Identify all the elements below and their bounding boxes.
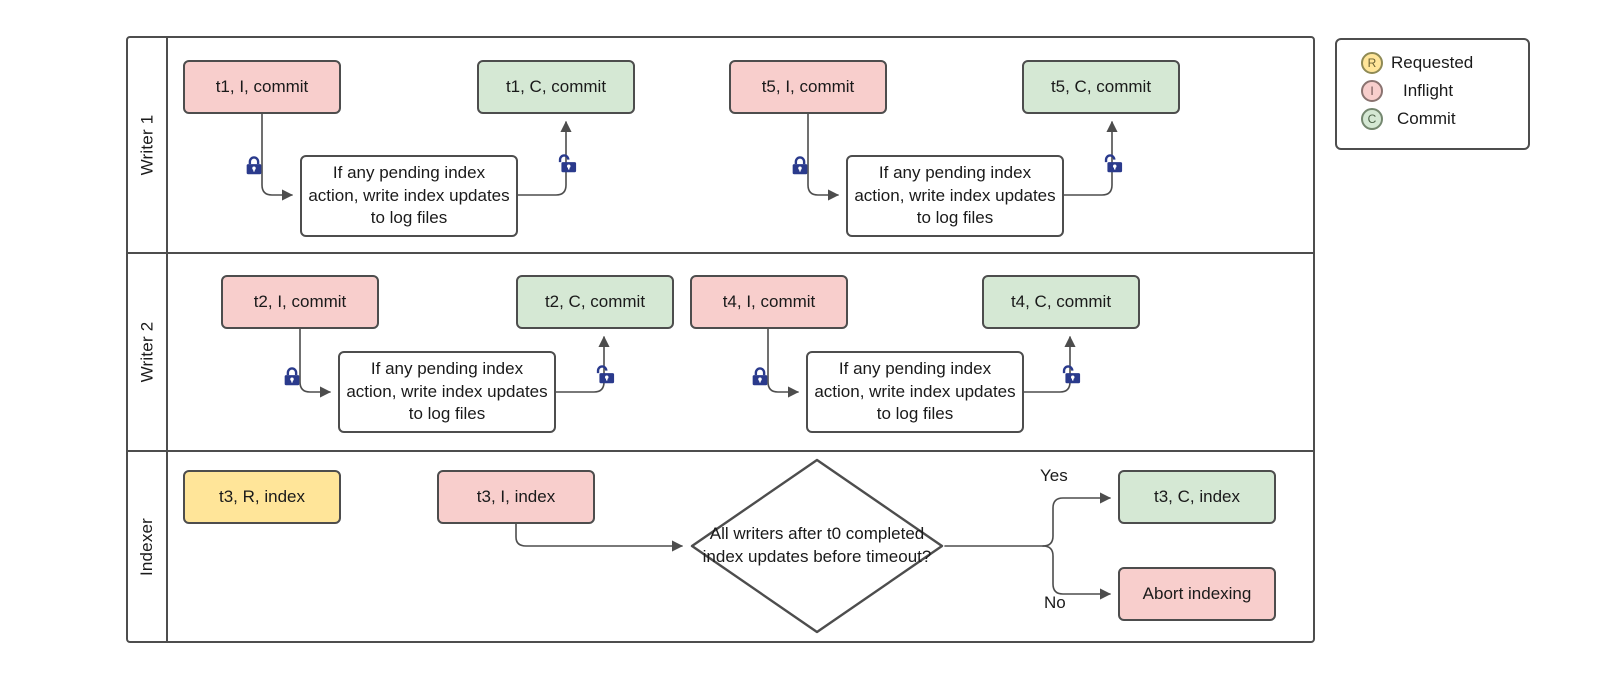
edge-label-yes: Yes — [1040, 466, 1068, 485]
legend-item-commit: C Commit — [1361, 106, 1528, 132]
lane-header-indexer: Indexer — [128, 452, 168, 641]
node-abort-indexing[interactable]: Abort indexing — [1118, 567, 1276, 621]
node-writer1-pending-b[interactable]: If any pending index action, write index… — [846, 155, 1064, 237]
lock-open-icon — [596, 365, 615, 384]
inflight-badge-icon: I — [1361, 80, 1383, 102]
node-t5-inflight[interactable]: t5, I, commit — [729, 60, 887, 114]
node-writer2-pending-b[interactable]: If any pending index action, write index… — [806, 351, 1024, 433]
node-t4-inflight[interactable]: t4, I, commit — [690, 275, 848, 329]
lane-divider-2 — [128, 450, 1313, 452]
node-writer2-pending-a[interactable]: If any pending index action, write index… — [338, 351, 556, 433]
swimlane-pool: Writer 1 Writer 2 Indexer — [126, 36, 1315, 643]
lane-header-writer2: Writer 2 — [128, 254, 168, 450]
decision-diamond-shape — [690, 458, 944, 634]
lock-open-icon — [558, 154, 577, 173]
lock-closed-icon — [246, 156, 262, 175]
lock-closed-icon — [752, 367, 768, 386]
lane-divider-1 — [128, 252, 1313, 254]
edge-label-no: No — [1044, 593, 1066, 612]
node-t3-requested[interactable]: t3, R, index — [183, 470, 341, 524]
lane-label-writer2: Writer 2 — [137, 321, 157, 383]
node-writer1-pending-a[interactable]: If any pending index action, write index… — [300, 155, 518, 237]
commit-badge-icon: C — [1361, 108, 1383, 130]
lane-label-indexer: Indexer — [137, 517, 157, 576]
legend-label-requested: Requested — [1391, 53, 1474, 72]
node-t2-commit[interactable]: t2, C, commit — [516, 275, 674, 329]
node-t5-commit[interactable]: t5, C, commit — [1022, 60, 1180, 114]
legend-label-inflight: Inflight — [1403, 81, 1454, 100]
lock-open-icon — [1104, 154, 1123, 173]
node-t1-commit[interactable]: t1, C, commit — [477, 60, 635, 114]
requested-badge-icon: R — [1361, 52, 1383, 74]
lane-label-writer1: Writer 1 — [137, 114, 157, 176]
node-t4-commit[interactable]: t4, C, commit — [982, 275, 1140, 329]
node-t2-inflight[interactable]: t2, I, commit — [221, 275, 379, 329]
node-t1-inflight[interactable]: t1, I, commit — [183, 60, 341, 114]
legend-item-inflight: I Inflight — [1361, 78, 1528, 104]
decision-diamond[interactable]: All writers after t0 completed index upd… — [688, 456, 946, 636]
node-t3-commit[interactable]: t3, C, index — [1118, 470, 1276, 524]
lock-open-icon — [1062, 365, 1081, 384]
legend-item-requested: R Requested — [1361, 50, 1528, 76]
lane-header-writer1: Writer 1 — [128, 38, 168, 252]
lock-closed-icon — [284, 367, 300, 386]
lock-closed-icon — [792, 156, 808, 175]
legend: R Requested I Inflight C Commit — [1335, 38, 1530, 150]
node-t3-inflight[interactable]: t3, I, index — [437, 470, 595, 524]
legend-label-commit: Commit — [1397, 109, 1456, 128]
